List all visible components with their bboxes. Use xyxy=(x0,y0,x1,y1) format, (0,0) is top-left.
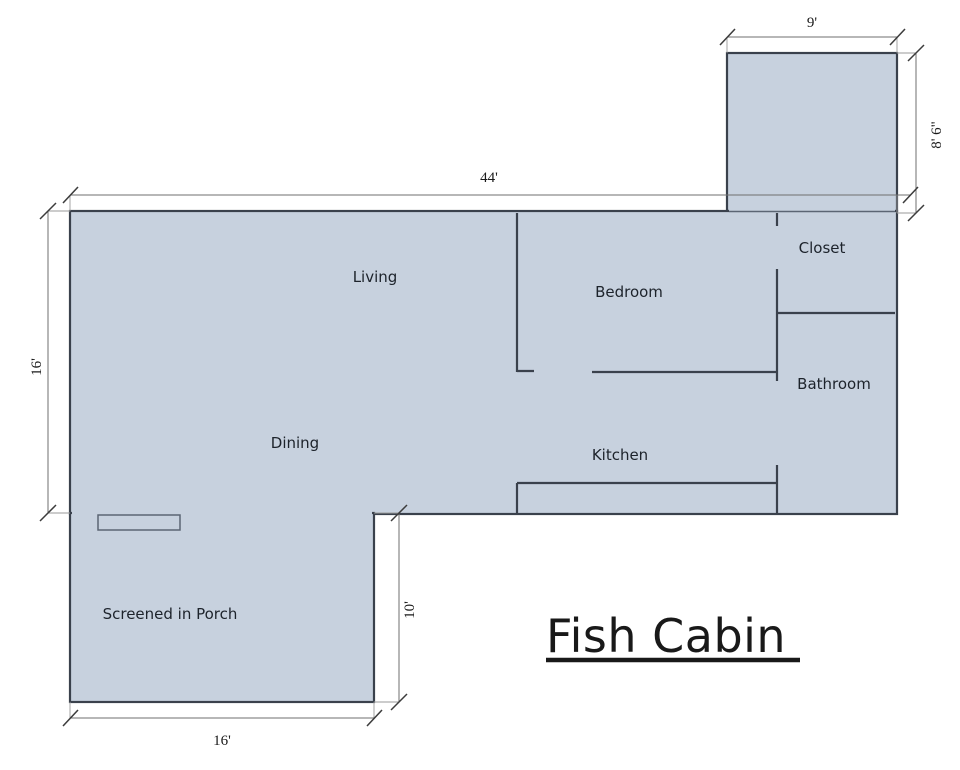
dim-44ft-tick-right xyxy=(902,186,919,204)
dim-16ft-left-tick-bottom xyxy=(39,504,57,522)
porch-door-step xyxy=(97,514,181,531)
room-label-bedroom: Bedroom xyxy=(595,283,663,301)
room-label-porch: Screened in Porch xyxy=(103,605,238,623)
room-label-closet: Closet xyxy=(799,239,846,257)
dim-label-overall-width: 44' xyxy=(480,170,498,186)
dim-label-main-depth: 16' xyxy=(29,358,45,376)
page-title: Fish Cabin xyxy=(546,609,786,663)
dim-16ft-bottom-tick-left xyxy=(62,709,79,727)
dimension-lines xyxy=(39,28,925,727)
closet-bumpout-outline xyxy=(725,51,899,213)
porch-main-joint-fill xyxy=(72,511,372,516)
dim-label-closet-depth: 8' 6" xyxy=(929,121,945,149)
dimension-labels: 9' 8' 6" 44' 16' 10' 16' xyxy=(29,15,945,749)
building-shapes xyxy=(68,51,899,704)
main-body-outline xyxy=(68,209,899,516)
dim-44ft-tick-left xyxy=(62,186,79,204)
room-label-dining: Dining xyxy=(271,434,319,452)
room-labels: Living Dining Bedroom Kitchen Closet Bat… xyxy=(103,239,871,623)
dim-16ft-bottom-tick-right xyxy=(366,709,383,727)
dim-8ft6-tick-bottom xyxy=(907,204,925,222)
dim-10ft-tick-top xyxy=(390,504,408,522)
dim-8ft6-tick-top xyxy=(907,44,925,62)
dim-9ft-tick-right xyxy=(889,28,906,46)
room-label-kitchen: Kitchen xyxy=(592,446,648,464)
room-label-living: Living xyxy=(353,268,398,286)
dim-label-porch-depth: 10' xyxy=(402,601,418,619)
interior-walls xyxy=(97,210,895,531)
dim-9ft-tick-left xyxy=(719,28,736,46)
dim-label-closet-width: 9' xyxy=(807,15,818,31)
dim-10ft-tick-bottom xyxy=(390,693,408,711)
dim-16ft-left-tick-top xyxy=(39,202,57,220)
title-block: Fish Cabin xyxy=(546,609,800,663)
dim-label-porch-width: 16' xyxy=(213,733,231,749)
room-label-bathroom: Bathroom xyxy=(797,375,871,393)
